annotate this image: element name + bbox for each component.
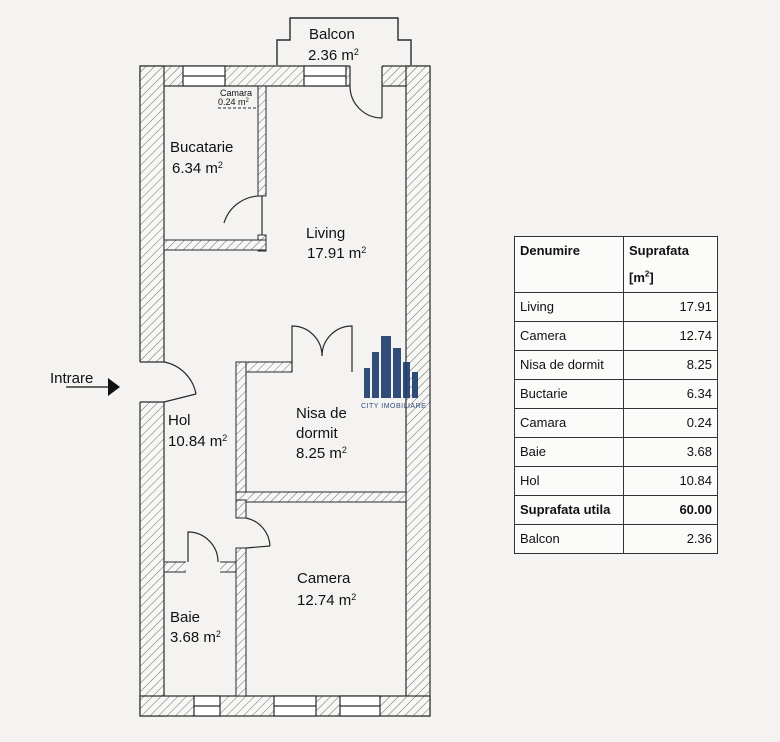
camara-name: Camara (220, 88, 252, 98)
door-swings (163, 85, 383, 563)
nisa-name-line1: Nisa de (296, 405, 347, 422)
baie-area: 3.68 m2 (170, 629, 221, 646)
bucatarie-area: 6.34 m2 (172, 160, 223, 177)
windows (182, 65, 381, 717)
header-area: Suprafata [m2] (623, 235, 718, 294)
table-header-row: Denumire Suprafata [m2] (514, 235, 718, 294)
header-unit: [m2] (629, 270, 654, 286)
hol-name: Hol (168, 412, 191, 429)
living-name: Living (306, 225, 345, 242)
opening-jambs (140, 66, 383, 403)
balcony-outline (276, 17, 412, 65)
entrance-label: Intrare (50, 370, 93, 387)
balcon-area: 2.36 m2 (308, 47, 359, 64)
nisa-area: 8.25 m2 (296, 445, 347, 462)
entrance-arrow-icon (66, 378, 120, 396)
wall-openings (139, 65, 382, 573)
living-area: 17.91 m2 (307, 245, 366, 262)
city-imobiliare-logo: CITY IMOBILIARE (361, 336, 426, 410)
camera-name: Camera (297, 570, 351, 587)
camara-area: 0.24 m2 (218, 97, 250, 107)
nisa-name-line2: dormit (296, 425, 339, 442)
watermark-text: CITY IMOBILIARE (361, 403, 426, 410)
hol-area: 10.84 m2 (168, 433, 227, 450)
bucatarie-name: Bucatarie (170, 139, 233, 156)
balcon-name: Balcon (309, 26, 355, 43)
baie-name: Baie (170, 609, 200, 626)
camera-area: 12.74 m2 (297, 592, 356, 609)
header-name: Denumire (514, 235, 624, 294)
